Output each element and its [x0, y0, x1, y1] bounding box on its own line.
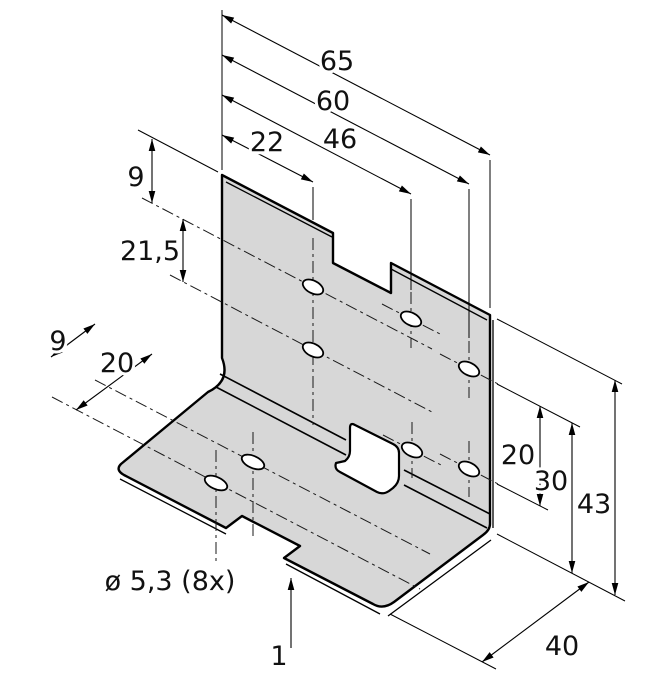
dimension-line-20-base: [75, 353, 153, 411]
dimension-line-46: [221, 94, 412, 195]
mounting-hole: [399, 310, 423, 328]
hole-diameter-note: ø 5,3 (8x): [105, 566, 236, 597]
dim-label-43: 43: [577, 489, 611, 520]
dim-label-40: 40: [545, 631, 579, 662]
dim-label-60: 60: [316, 86, 350, 117]
dim-label-46: 46: [323, 124, 357, 155]
mounting-hole: [400, 441, 424, 459]
dimension-labels: 65 60 46 22 9 21,5 9 20 20 30 43 40 1 ø …: [46, 43, 614, 675]
mounting-holes: [203, 278, 481, 492]
dimension-lines: [50, 14, 619, 663]
sheet-thickness-edges: [119, 181, 494, 617]
mounting-hole: [240, 453, 266, 471]
dimension-line-22: [221, 134, 314, 183]
mounting-hole: [301, 341, 325, 359]
dimension-line-9-base: [50, 323, 96, 358]
dim-label-65: 65: [320, 46, 354, 77]
dim-label-9-base: 9: [49, 326, 66, 357]
bend-cutout-hole: [334, 422, 401, 495]
dim-label-20-right: 20: [501, 440, 535, 471]
dim-label-9-plate: 9: [127, 162, 144, 193]
dim-label-20-base: 20: [100, 348, 134, 379]
dimension-line-40: [481, 581, 590, 663]
bend-lines: [215, 373, 491, 529]
dim-label-1-thickness: 1: [270, 641, 287, 672]
bracket-silhouette: [117, 173, 492, 608]
dim-label-22: 22: [250, 127, 284, 158]
mounting-hole: [457, 460, 481, 478]
mounting-hole: [457, 360, 481, 378]
dim-label-30: 30: [534, 466, 568, 497]
mounting-hole: [301, 278, 325, 296]
mounting-hole: [203, 474, 229, 492]
dim-label-21-5: 21,5: [120, 236, 180, 267]
